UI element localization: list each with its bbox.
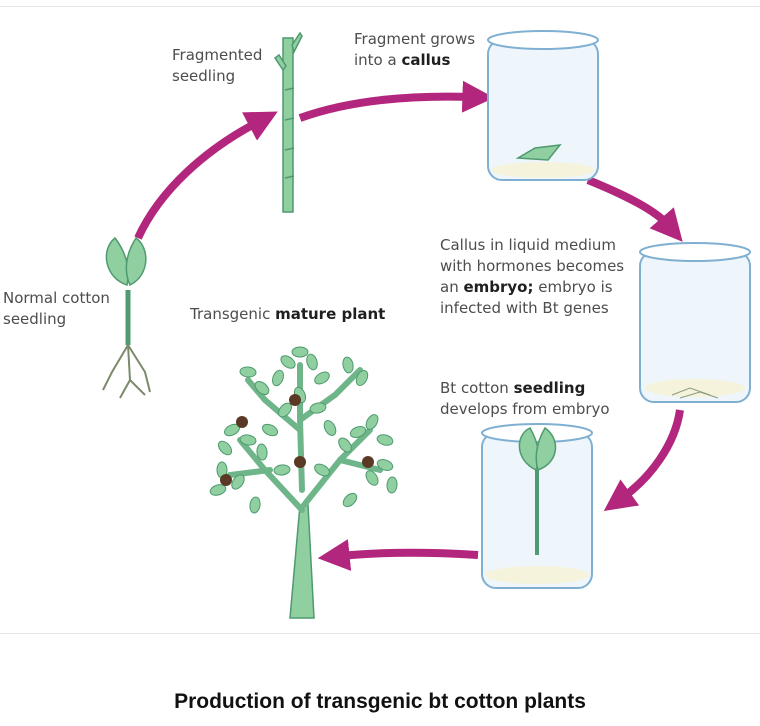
leaf: [376, 459, 394, 471]
leaf: [376, 434, 394, 446]
label-line: into a: [354, 51, 402, 69]
arrow-embryo-to-seedling: [603, 409, 684, 512]
leaf: [231, 474, 245, 490]
label-bold: embryo;: [463, 278, 534, 296]
label-callus: Fragment grows into a callus: [354, 29, 475, 71]
cotton-boll: [294, 456, 306, 468]
leaf: [306, 353, 318, 371]
top-divider: [0, 6, 760, 7]
embryo-jar-icon: [639, 242, 751, 403]
label-line: seedling: [3, 310, 67, 328]
leaf: [349, 425, 367, 439]
leaf: [272, 369, 284, 387]
label-line: develops from embryo: [440, 400, 610, 418]
label-line: infected with Bt genes: [440, 299, 609, 317]
leaf: [355, 369, 369, 387]
label-line: an: [440, 278, 464, 296]
figure-caption: Production of transgenic bt cotton plant…: [174, 690, 586, 713]
leaf: [239, 434, 257, 446]
label-line: with hormones becomes: [440, 257, 625, 275]
leaf: [365, 414, 379, 430]
leaf: [365, 470, 379, 486]
leaf: [291, 346, 309, 358]
leaf: [273, 464, 291, 476]
leaf: [342, 356, 354, 374]
label-line: embryo is: [533, 278, 613, 296]
leaf: [254, 380, 270, 396]
label-line: Fragment grows: [354, 30, 476, 48]
label-embryo: Callus in liquid medium with hormones be…: [440, 235, 624, 319]
arrow-fragmented-to-callus: [298, 80, 495, 122]
leaf: [249, 496, 261, 514]
cotton-boll: [289, 394, 301, 406]
arrow-callus-to-embryo: [586, 176, 683, 242]
leaf: [217, 440, 233, 456]
normal-seedling-icon: [102, 236, 151, 399]
bt-seedling-jar-icon: [481, 423, 593, 589]
label-normal-seedling: Normal cotton seedling: [3, 288, 110, 330]
cotton-boll: [220, 474, 232, 486]
label-line: Fragmented: [172, 46, 263, 64]
leaf: [342, 492, 358, 508]
leaf: [209, 484, 227, 496]
label-fragmented-seedling: Fragmented seedling: [172, 45, 262, 87]
fragmented-seedling-icon: [273, 31, 303, 213]
label-mature-plant: Transgenic mature plant: [190, 304, 385, 325]
leaf: [309, 402, 327, 414]
leaf: [314, 371, 330, 385]
leaf: [386, 476, 398, 494]
label-line: seedling: [172, 67, 236, 85]
leaf: [314, 463, 330, 477]
label-bold: callus: [401, 51, 451, 69]
label-line: Bt cotton: [440, 379, 514, 397]
label-bold: mature plant: [275, 305, 386, 323]
leaf: [261, 423, 279, 437]
arrow-seedling-to-mature: [317, 539, 479, 571]
cotton-boll: [362, 456, 374, 468]
leaf: [323, 420, 337, 436]
cotton-boll: [236, 416, 248, 428]
label-bold: seedling: [513, 379, 586, 397]
label-line: Normal cotton: [3, 289, 110, 307]
leaf: [280, 355, 296, 369]
leaf: [256, 443, 268, 461]
label-line: Transgenic: [190, 305, 276, 323]
leaf: [239, 366, 257, 378]
label-bt-seedling: Bt cotton seedling develops from embryo: [440, 378, 610, 420]
leaf: [338, 437, 352, 453]
label-line: Callus in liquid medium: [440, 236, 617, 254]
mature-plant-icon: [209, 346, 398, 619]
callus-jar-icon: [487, 30, 599, 181]
arrow-normal-to-fragmented: [134, 111, 278, 240]
leaf: [278, 402, 292, 418]
bottom-divider: [0, 633, 760, 634]
